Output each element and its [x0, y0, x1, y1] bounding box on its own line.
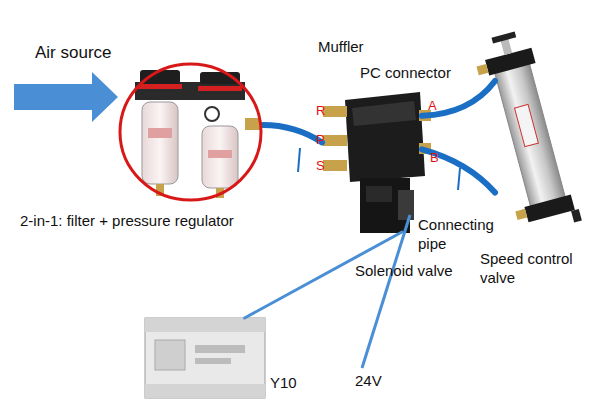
part-label: Muffler [318, 38, 408, 57]
air-pipe [422, 81, 495, 116]
plc [145, 318, 265, 398]
part-label: 24V [355, 372, 415, 391]
part-label: R [316, 103, 336, 119]
part-label: S [316, 158, 336, 174]
part-label: PC connector [360, 64, 480, 83]
part-label: A [428, 98, 448, 114]
air-pipe [263, 125, 322, 142]
supply-wire [362, 215, 410, 368]
filter-regulator-group: 2-in-1: filter + pressure regulator [118, 62, 263, 202]
valve-body [323, 92, 431, 233]
callout-label: Y10 [270, 374, 320, 393]
part-label: Connecting pipe [418, 216, 500, 254]
air-arrow [14, 72, 118, 122]
part-label: Air source [35, 42, 155, 63]
callout-label: Speed control valve [480, 250, 590, 288]
part-label: P [316, 132, 336, 148]
part-label: B [430, 150, 450, 166]
air-pipe [422, 149, 495, 192]
callout-label: 2-in-1: filter + pressure regulator [20, 212, 270, 231]
plc-unit: Y10 [145, 318, 265, 398]
highlight-ellipse [118, 62, 263, 202]
cylinder-group: Speed control valve [495, 45, 570, 225]
callout-label: Solenoid valve [355, 262, 485, 281]
solenoid-valve: Solenoid valve [322, 92, 422, 232]
cylinder [470, 27, 582, 236]
